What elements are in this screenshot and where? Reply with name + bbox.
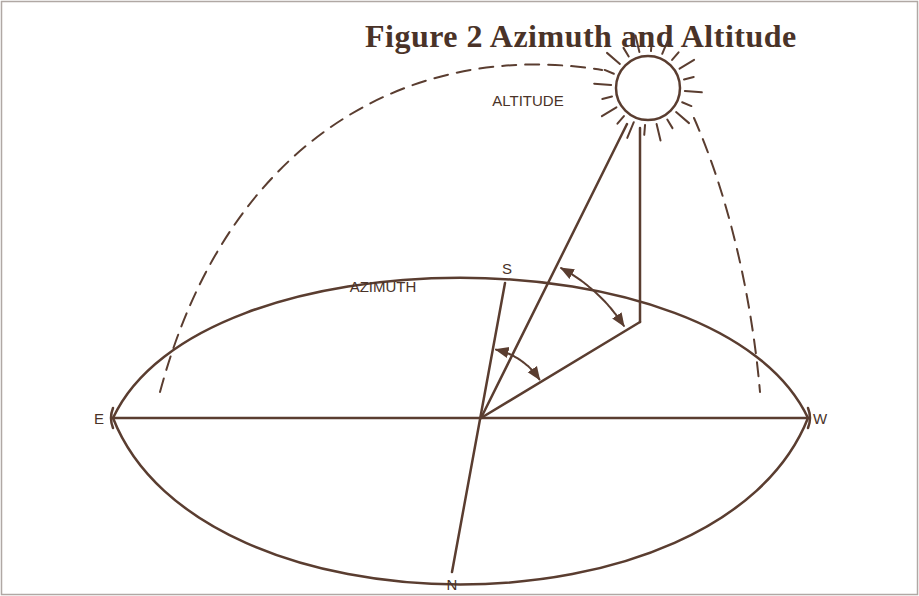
sun-ray	[602, 97, 612, 99]
north-south-line	[452, 283, 505, 572]
sun-ray	[594, 84, 611, 85]
sun-ray	[602, 107, 617, 116]
sun-ray	[607, 53, 620, 64]
compass-label: W	[813, 411, 827, 426]
horizon-lower	[113, 418, 808, 585]
sun	[616, 56, 680, 120]
sun-ray	[627, 122, 634, 138]
sun-ray	[680, 60, 695, 69]
sun-ray	[682, 102, 691, 106]
sun-ray	[676, 112, 689, 123]
east-west-line	[113, 417, 808, 420]
sun-ray	[605, 70, 614, 74]
altitude-arc	[561, 268, 624, 326]
sun-ray	[672, 52, 679, 60]
compass-label: N	[447, 577, 458, 592]
sun-ray	[667, 120, 672, 129]
altitude-line	[481, 124, 627, 418]
sun-ray	[684, 77, 694, 79]
compass-label: S	[502, 261, 512, 276]
azimuth-label: AZIMUTH	[350, 279, 417, 294]
sun-ray	[685, 91, 702, 92]
sun-ray	[657, 124, 661, 141]
sun-ray	[617, 116, 624, 124]
altitude-label: ALTITUDE	[492, 93, 563, 108]
vertical-line	[639, 128, 642, 322]
azimuth-arc	[496, 350, 539, 380]
sun-ray	[643, 125, 646, 135]
compass-label: E	[94, 411, 104, 426]
figure-title: Figure 2 Azimuth and Altitude	[365, 20, 797, 52]
horizon-upper	[113, 278, 808, 418]
sun-path	[694, 118, 760, 392]
sun-path	[160, 64, 602, 392]
